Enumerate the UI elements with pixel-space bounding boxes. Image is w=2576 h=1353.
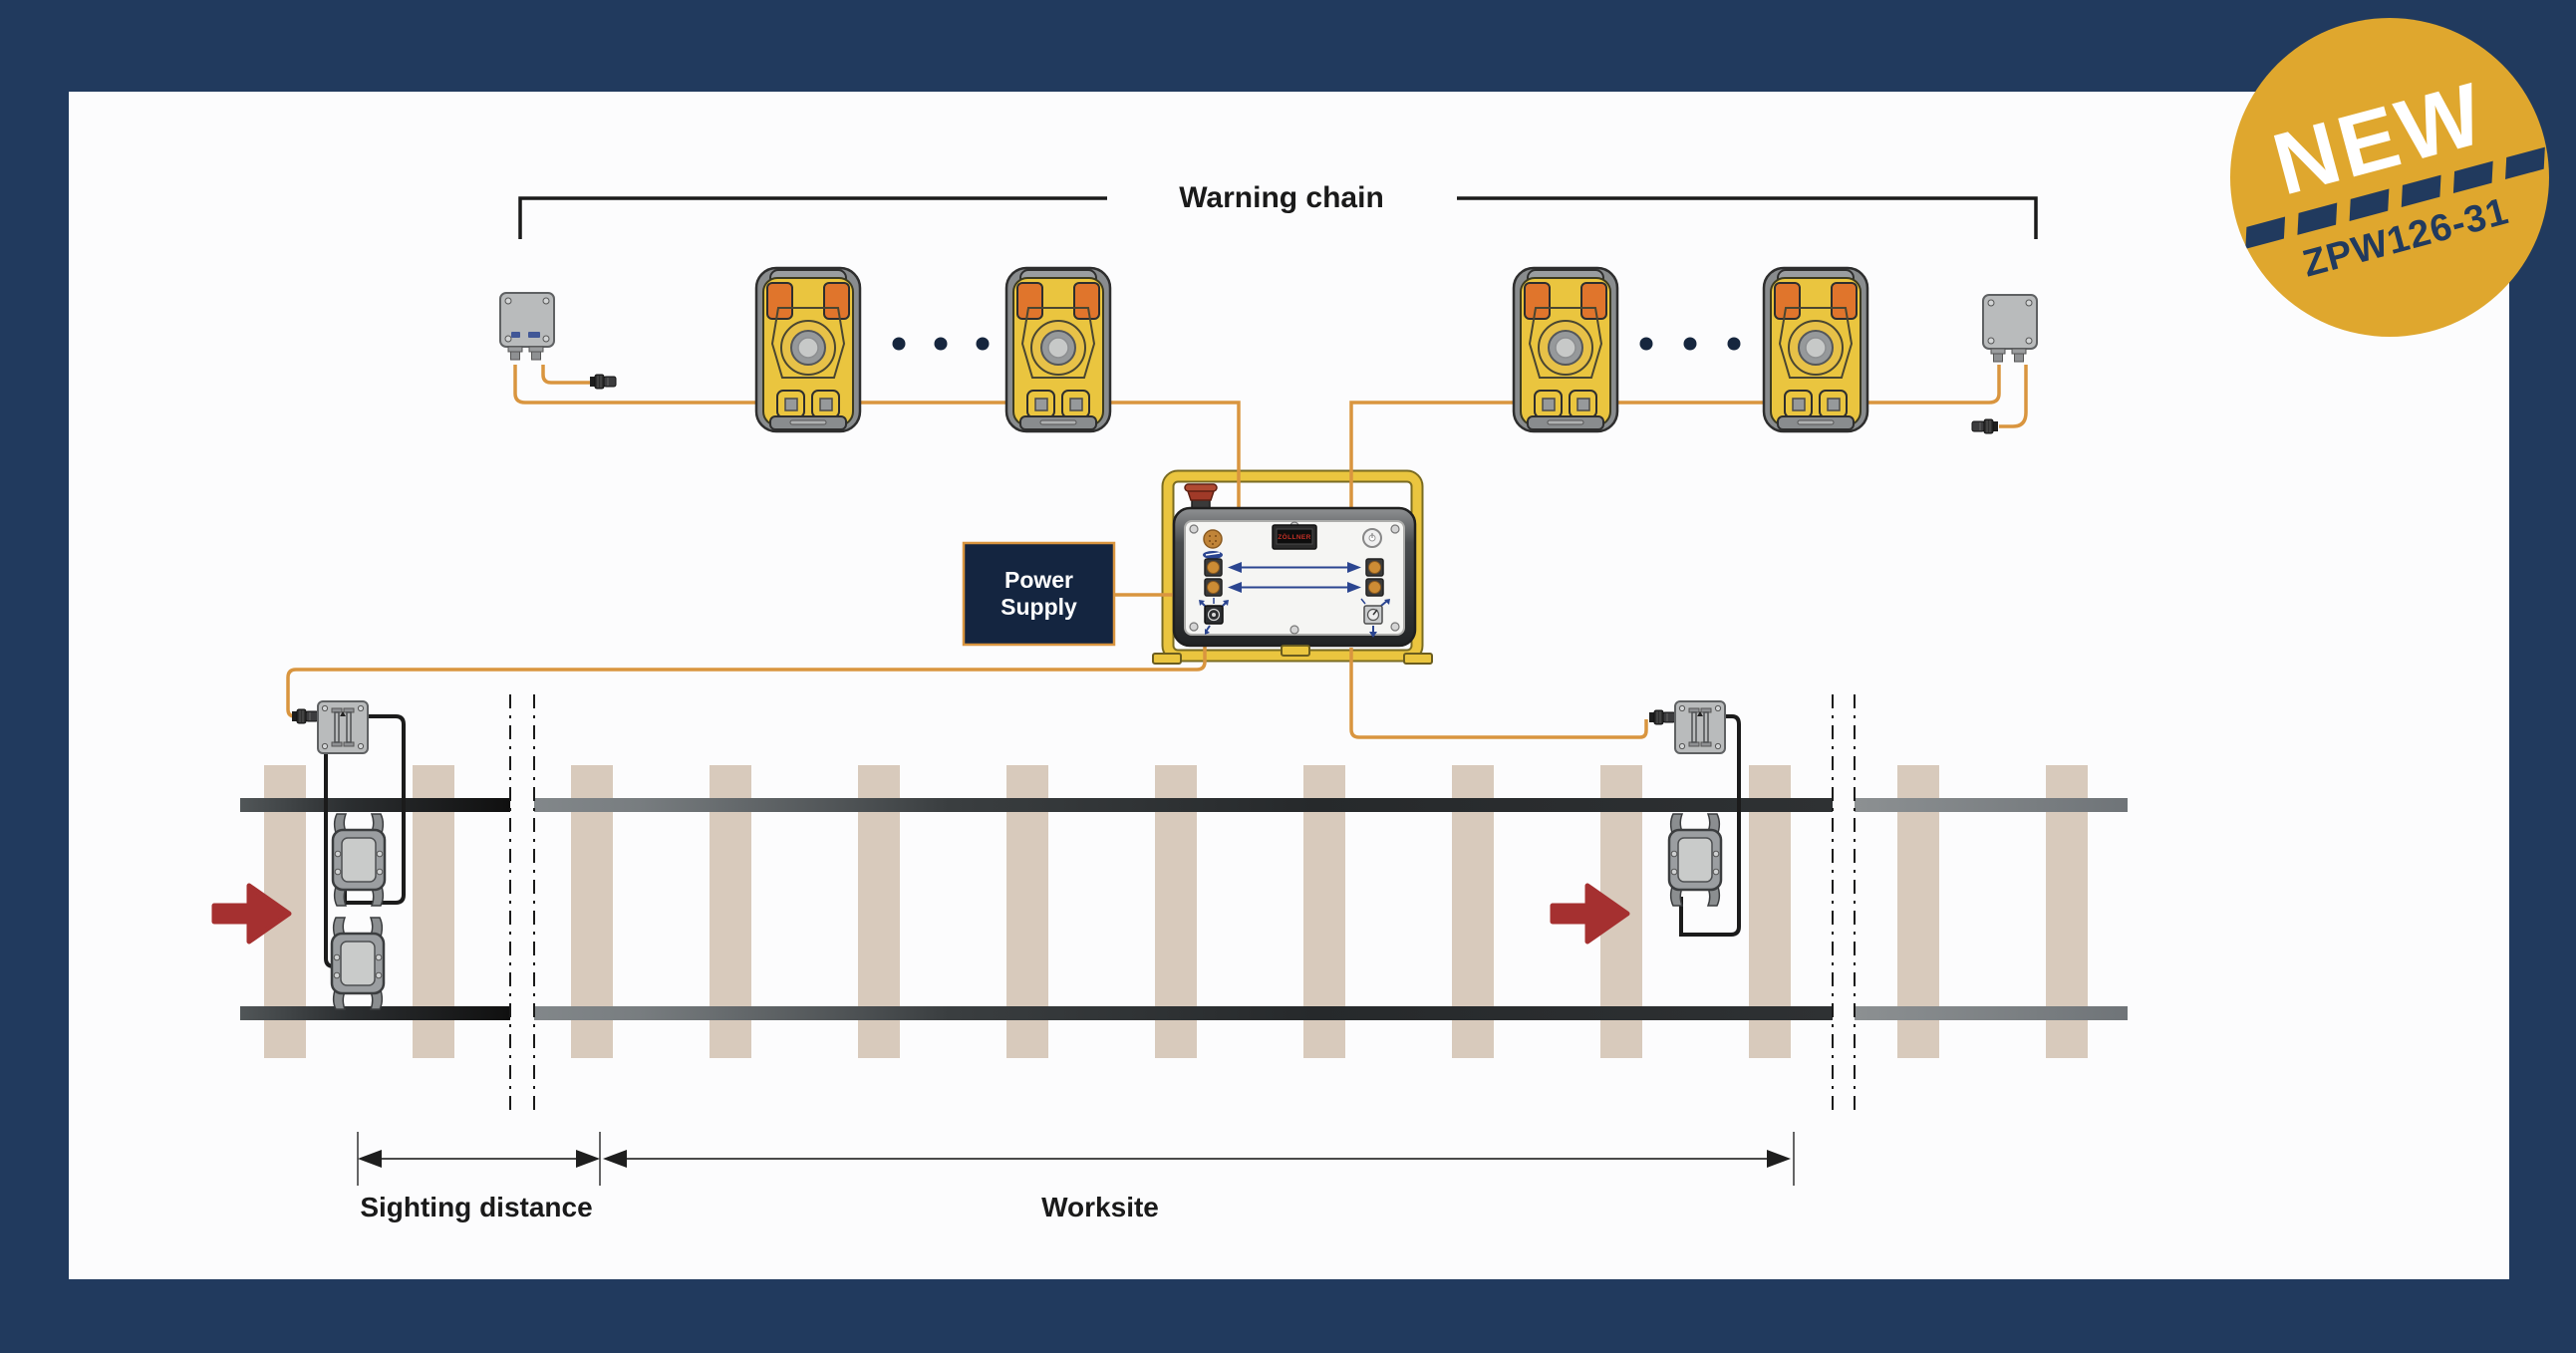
diagram-card [69,92,2509,1279]
chain-end-box-right [1982,294,2038,363]
railway-track [240,694,2128,1112]
cable-connector-plug-right [1971,418,1999,434]
connector-row-2 [1204,578,1384,597]
control-unit [1172,483,1417,657]
control-unit-display-text: ZÖLLNER [1278,533,1311,541]
cable-to-right-rail-box [1349,648,1648,739]
rotary-switch-left [1199,598,1229,635]
cable-pigtail-left [541,365,591,385]
gauge-icon [1362,528,1382,548]
chain-continuation-dots-right [1639,337,1741,351]
worksite-boundary-lines [509,694,1856,1112]
power-supply-label: Power Supply [1001,567,1077,620]
rail-contact-sensor-left-upper [331,812,387,908]
new-product-badge: NEW ZPW126-31 [2230,18,2549,337]
rotary-switch-right [1360,598,1390,638]
warning-chain-bracket [518,196,2038,239]
warning-chain-label: Warning chain [1179,181,1384,214]
warning-device-1 [754,266,862,433]
rail-connection-box-left [317,700,369,754]
lcd-display [1272,524,1317,550]
chain-continuation-dots-left [892,337,990,351]
cable-to-left-rail-box [286,646,1207,718]
chain-end-box-left [499,292,555,361]
cable-connector-plug-left [589,374,617,390]
dimension-annotations [357,1132,1795,1186]
cables-orange [286,365,2028,739]
power-supply-box [962,541,1116,647]
cable-warning-chain-right [1349,365,2001,518]
train-direction-arrow-left [211,883,292,945]
frame-bottom-tab [1281,645,1310,657]
rails [240,798,2128,1020]
rail-contact-sensor-right [1667,812,1723,908]
brand-logo [1203,551,1223,559]
rail-box-plug-left [291,708,319,724]
end-box-marking [528,332,540,338]
connector-row-1 [1204,558,1384,577]
control-unit-panel [1184,520,1405,636]
warning-device-2 [1004,266,1112,433]
rail-connection-box-right [1674,700,1726,754]
cable-warning-chain-left [513,365,1241,518]
estop-cap [1184,483,1218,492]
train-direction-arrow-right [1550,883,1630,945]
worksite-label: Worksite [1041,1192,1159,1222]
sighting-distance-label: Sighting distance [360,1192,593,1222]
rail-contact-sensor-left-lower [330,916,386,1011]
end-box-marking [511,332,520,338]
rail-box-plug-right [1648,709,1676,725]
warning-device-4 [1762,266,1869,433]
warning-device-3 [1512,266,1619,433]
cable-pigtail-right [1999,365,2028,428]
speaker-icon [1203,529,1223,549]
